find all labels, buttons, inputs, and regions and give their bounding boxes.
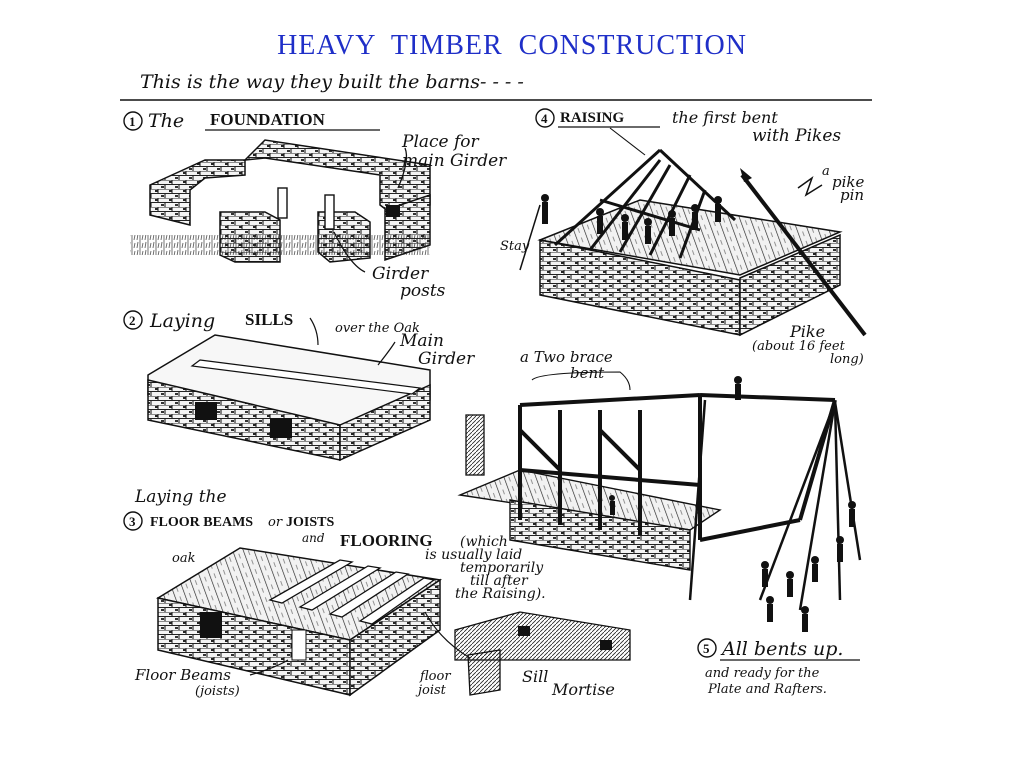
subtitle-text: This is the way they built the barns- - … bbox=[140, 71, 524, 93]
step-3-note-5: the Raising). bbox=[455, 586, 546, 602]
bents-frames bbox=[518, 393, 837, 542]
sill-mortise-detail bbox=[454, 611, 631, 661]
step-3-label2: JOISTS bbox=[286, 515, 334, 530]
label-girder-2: Girder bbox=[418, 349, 475, 369]
mortise-slot-2 bbox=[600, 640, 612, 650]
floor-gap-1 bbox=[200, 612, 222, 638]
bents-pikes bbox=[688, 399, 862, 611]
sill-gap-2 bbox=[270, 418, 292, 438]
step-4-rest: the first bent bbox=[672, 108, 778, 127]
girder-notch bbox=[386, 205, 400, 217]
label-pike: Pike bbox=[789, 322, 825, 341]
stay-rope bbox=[519, 204, 541, 271]
floor-beam-1 bbox=[268, 559, 354, 604]
label-main-girder: main Girder bbox=[402, 151, 507, 171]
step-2-sills: 2 Laying SILLS over the Oak Main Girder bbox=[123, 310, 475, 462]
raising-foundation-side bbox=[739, 233, 841, 337]
step-1-prefix: The bbox=[148, 110, 184, 132]
label-mortise: Mortise bbox=[551, 680, 615, 699]
bents-workers bbox=[609, 376, 856, 632]
label-pin: pin bbox=[840, 186, 864, 204]
pike-pin-icon bbox=[740, 168, 752, 182]
bents-foundation-front bbox=[509, 499, 691, 571]
step-3-note-2: is usually laid bbox=[425, 547, 522, 563]
label-joist: joist bbox=[415, 683, 447, 698]
step-3-floor: Laying the 3 FLOOR BEAMS or JOISTS and F… bbox=[123, 487, 631, 699]
step-5-number: 5 bbox=[703, 641, 710, 656]
step-5-circle bbox=[697, 638, 717, 658]
floor-joist-detail bbox=[467, 649, 501, 696]
step-2-circle bbox=[123, 310, 143, 330]
pike-pole bbox=[740, 173, 867, 337]
step-4-label: RAISING bbox=[560, 110, 625, 126]
step-3-note-4: till after bbox=[470, 573, 529, 589]
main-girder-beam bbox=[190, 359, 422, 395]
label-joists-paren: (joists) bbox=[195, 684, 240, 699]
label-floor: floor bbox=[419, 669, 451, 684]
sill-gap-1 bbox=[195, 402, 217, 420]
ground-grass-1 bbox=[130, 235, 430, 255]
label-over-the-oak: over the Oak bbox=[335, 321, 420, 336]
step-4-circle bbox=[535, 108, 555, 128]
label-floor-beams: Floor Beams bbox=[134, 666, 231, 684]
label-place-for: Place for bbox=[401, 132, 480, 152]
step-4-raising: 4 RAISING the first bent with Pikes bbox=[500, 108, 867, 367]
floor-gap-2 bbox=[291, 629, 307, 661]
label-posts: posts bbox=[400, 281, 446, 301]
step-5-rest-2: Plate and Rafters. bbox=[707, 682, 827, 697]
step-2-prefix: Laying bbox=[149, 310, 215, 332]
step-5-all-bents: a Two brace bent bbox=[457, 348, 862, 697]
girder-post-1 bbox=[277, 187, 288, 219]
label-pike-word: pike bbox=[832, 173, 864, 191]
label-main: Main bbox=[399, 331, 444, 351]
step-3-pre: Laying the bbox=[134, 487, 227, 507]
pike-pointer-icon bbox=[797, 176, 823, 197]
label-oak: oak bbox=[172, 551, 196, 566]
sill-foundation-side bbox=[339, 383, 431, 462]
label-stay: Stay bbox=[500, 239, 530, 254]
step-5-label: All bents up. bbox=[720, 638, 843, 660]
label-bent: bent bbox=[570, 364, 605, 382]
label-about-16: (about 16 feet bbox=[752, 339, 846, 354]
step-1-circle bbox=[123, 111, 143, 131]
label-a-pike-a: a bbox=[822, 164, 830, 179]
step-3-or: or bbox=[268, 515, 283, 530]
label-long: long) bbox=[830, 352, 864, 367]
step-3-number: 3 bbox=[129, 514, 136, 529]
step-3-label: FLOOR BEAMS bbox=[150, 515, 253, 530]
step-3-and: and bbox=[302, 531, 325, 545]
step-1-number: 1 bbox=[129, 114, 136, 129]
step-4-number: 4 bbox=[541, 111, 548, 126]
girder-post-2 bbox=[324, 194, 335, 230]
step-3-note-1: (which bbox=[460, 534, 508, 550]
step-4-rest2: with Pikes bbox=[752, 126, 841, 146]
floor-beam-3 bbox=[328, 571, 410, 618]
floor-beam-4 bbox=[358, 577, 436, 625]
foundation-wall-left bbox=[149, 159, 246, 226]
slide-title: HEAVY TIMBER CONSTRUCTION bbox=[277, 30, 747, 61]
step-5-rest-1: and ready for the bbox=[705, 666, 820, 681]
step-2-label: SILLS bbox=[245, 310, 293, 329]
bents-post-left-detail bbox=[465, 414, 485, 476]
step-3-note-3: temporarily bbox=[460, 560, 544, 576]
label-girder: Girder bbox=[372, 264, 429, 284]
step-2-number: 2 bbox=[129, 313, 136, 328]
mortise-slot-1 bbox=[518, 626, 530, 636]
raising-workers bbox=[541, 194, 722, 244]
step-3-label3: FLOORING bbox=[340, 531, 433, 550]
label-two-brace: a Two brace bbox=[520, 348, 613, 366]
step-1-foundation: 1 The FOUNDATION Place for main Girder G… bbox=[123, 110, 507, 301]
label-sill: Sill bbox=[522, 667, 548, 686]
floor-foundation-side bbox=[349, 578, 441, 697]
floor-beam-2 bbox=[298, 565, 382, 611]
step-3-circle bbox=[123, 511, 143, 531]
step-1-label: FOUNDATION bbox=[210, 110, 326, 129]
